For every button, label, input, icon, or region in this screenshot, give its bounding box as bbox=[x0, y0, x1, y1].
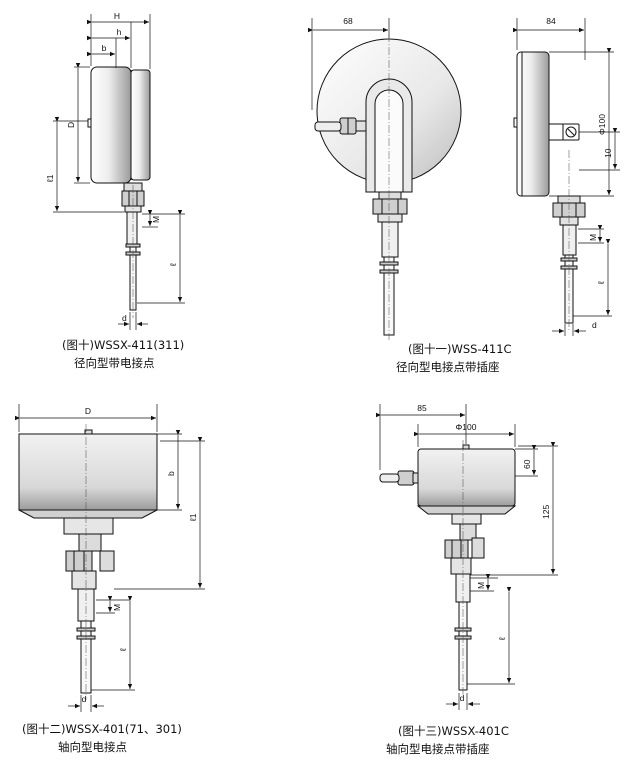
dim-d: d bbox=[592, 320, 597, 330]
figure-13-caption-line1: (图十三)WSSX-401C bbox=[398, 724, 509, 738]
dim-l: ℓ bbox=[168, 263, 178, 267]
stem bbox=[126, 211, 138, 247]
figure-13-dimension-labels: 85 Φ100 60 125 M ℓ d bbox=[417, 403, 551, 703]
figure-11-side-view bbox=[513, 18, 620, 336]
figure-11-caption-line2: 径向型电接点带插座 bbox=[396, 360, 500, 374]
neck bbox=[451, 513, 482, 525]
hex-nut bbox=[65, 550, 93, 572]
gauge-case bbox=[417, 448, 516, 507]
gauge-bezel bbox=[90, 66, 132, 184]
dim-M: M bbox=[476, 582, 486, 589]
dim-d: d bbox=[82, 694, 87, 704]
figure-10-caption-line1: (图十)WSSX-411(311) bbox=[62, 338, 185, 352]
gauge-case bbox=[130, 69, 151, 181]
dim-125: 125 bbox=[541, 505, 551, 519]
index-mark bbox=[87, 118, 92, 128]
dim-M: M bbox=[588, 234, 598, 241]
probe bbox=[80, 620, 92, 694]
dim-60: 60 bbox=[522, 459, 532, 469]
dim-phi100: Φ100 bbox=[456, 422, 477, 432]
dim-10: 10 bbox=[603, 148, 613, 158]
figure-12-caption-line1: (图十二)WSSX-401(71、301) bbox=[22, 722, 182, 736]
hex-nut bbox=[444, 539, 469, 559]
dim-M: M bbox=[112, 604, 122, 611]
dim-M: M bbox=[151, 216, 161, 223]
figure-11-dimension-labels: 68 bbox=[343, 16, 353, 26]
figure-13-caption-line2: 轴向型电接点带插座 bbox=[386, 742, 490, 756]
figure-11-caption-line1: (图十一)WSS-411C bbox=[408, 342, 512, 356]
dim-d: d bbox=[460, 693, 465, 703]
figure-10-caption-line2: 径向型带电接点 bbox=[74, 356, 155, 370]
dim-l1: ℓ1 bbox=[188, 513, 198, 522]
center-lines bbox=[85, 34, 570, 700]
dim-d: d bbox=[122, 313, 127, 323]
dim-h: h bbox=[117, 27, 122, 37]
figure-12-dimension-labels: D b ℓ1 M ℓ d bbox=[82, 406, 198, 704]
dim-84: 84 bbox=[546, 16, 556, 26]
dim-85: 85 bbox=[417, 403, 427, 413]
stem bbox=[562, 224, 577, 256]
dim-l1: ℓ1 bbox=[45, 174, 55, 183]
dim-b: b bbox=[102, 43, 107, 53]
neck bbox=[63, 517, 114, 535]
figure-12-axial-gauge bbox=[15, 404, 205, 712]
dim-l: ℓ bbox=[596, 281, 606, 285]
stem bbox=[381, 221, 399, 258]
dim-68: 68 bbox=[343, 16, 353, 26]
figure-12-caption-line2: 轴向型电接点 bbox=[58, 740, 127, 754]
dim-H: H bbox=[114, 11, 120, 21]
figure-11-radial-gauge-socket bbox=[308, 18, 462, 336]
dim-b: b bbox=[166, 471, 176, 476]
figure-13-axial-gauge-socket bbox=[376, 404, 558, 710]
dim-l: ℓ bbox=[497, 637, 507, 641]
figure-11-side-dimension-labels: 84 Φ100 10 M ℓ d bbox=[546, 16, 613, 330]
dim-D: D bbox=[66, 122, 76, 128]
figure-10-radial-gauge bbox=[53, 14, 185, 330]
figure-10-dimension-labels: H h b D ℓ1 M ℓ d bbox=[45, 11, 178, 323]
hex-nut bbox=[372, 198, 408, 215]
cable-plug bbox=[397, 470, 415, 486]
dim-l: ℓ bbox=[118, 648, 128, 652]
gauge-case bbox=[18, 433, 158, 511]
dim-phi100: Φ100 bbox=[597, 114, 607, 135]
dim-D: D bbox=[85, 406, 91, 416]
